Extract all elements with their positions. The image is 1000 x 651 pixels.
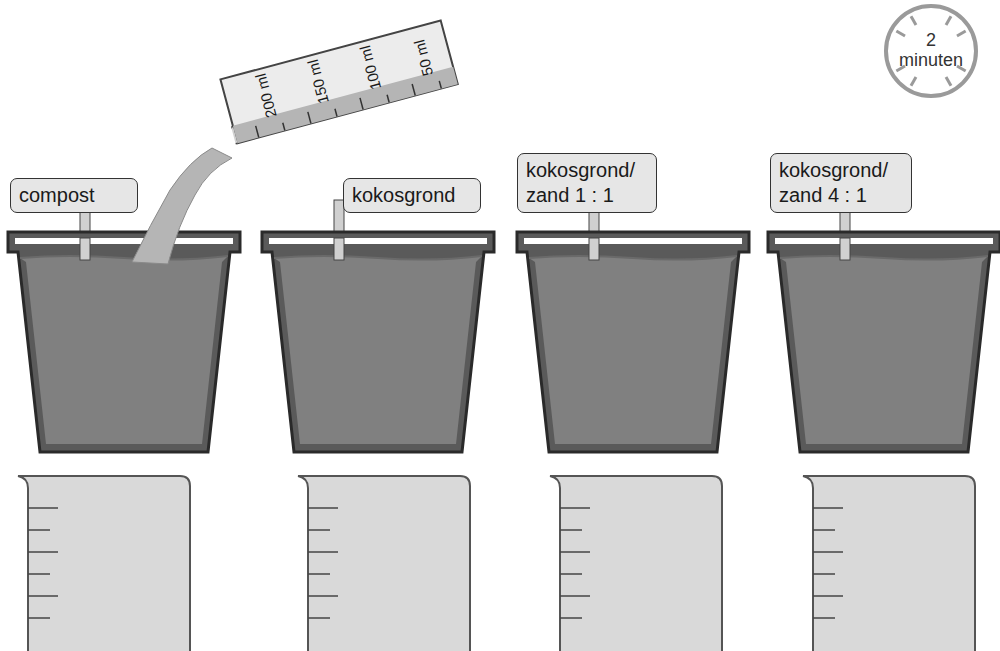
pot-label: kokosgrond (343, 178, 481, 213)
timer-text: 2 minuten (893, 31, 969, 71)
water-stream (132, 148, 232, 264)
soil-label: kokosgrond/ zand 4 : 1 (779, 158, 903, 208)
timer-clock: 2 minuten (884, 4, 978, 98)
soil-label: compost (19, 183, 129, 208)
measuring-cylinder: 200 ml150 ml100 ml50 ml (218, 18, 460, 146)
soil-label: kokosgrond (352, 183, 472, 208)
pot-label: kokosgrond/ zand 1 : 1 (517, 153, 657, 213)
pot-label: compost (10, 178, 138, 213)
soil-label: kokosgrond/ zand 1 : 1 (526, 158, 648, 208)
pot-label: kokosgrond/ zand 4 : 1 (770, 153, 912, 213)
